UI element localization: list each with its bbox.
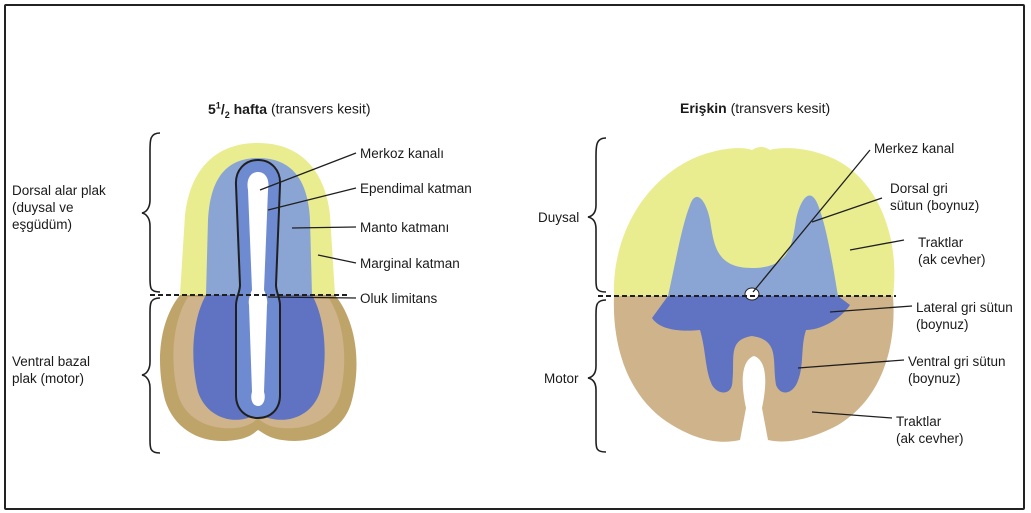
brace-alar [142, 133, 160, 292]
brace-duysal [588, 138, 606, 292]
side-basal-line1: Ventral bazal [12, 353, 90, 370]
traktlar-lower-line1: Traktlar [896, 413, 964, 430]
left-title: 51/2 hafta (transvers kesit) [208, 100, 371, 119]
dorsal-gri-line1: Dorsal gri [890, 180, 979, 197]
label-marginal-katman: Marginal katman [360, 255, 460, 272]
traktlar-lower-line2: (ak cevher) [896, 430, 964, 447]
title-num: 5 [208, 101, 216, 117]
embryonic-tube [142, 133, 357, 453]
title-sub: 2 [225, 109, 230, 119]
side-alar-line2: (duysal ve [12, 199, 106, 216]
side-label-motor: Motor [544, 370, 579, 387]
label-ependimal-katman: Ependimal katman [360, 180, 472, 197]
title-rest: (transvers kesit) [271, 101, 371, 117]
adult-cord [588, 138, 912, 452]
brace-basal [142, 298, 160, 453]
label-oluk-limitans: Oluk limitans [360, 290, 437, 307]
label-traktlar-lower: Traktlar (ak cevher) [896, 413, 964, 447]
lateral-gri-line1: Lateral gri sütun [916, 299, 1013, 316]
adult-central-canal [745, 288, 759, 300]
label-merkoz-kanali: Merkoz kanalı [360, 145, 444, 162]
dorsal-gri-line2: sütun (boynuz) [890, 197, 979, 214]
label-dorsal-gri: Dorsal gri sütun (boynuz) [890, 180, 979, 214]
right-title: Erişkin (transvers kesit) [680, 100, 830, 116]
side-label-duysal: Duysal [538, 209, 579, 226]
label-merkez-kanal: Merkez kanal [874, 140, 954, 157]
traktlar-upper-line1: Traktlar [918, 234, 986, 251]
ventral-gri-line1: Ventral gri sütun [908, 353, 1006, 370]
label-manto-katmani: Manto katmanı [360, 219, 449, 236]
side-basal-line2: plak (motor) [12, 370, 90, 387]
side-label-alar: Dorsal alar plak (duysal ve eşgüdüm) [12, 182, 106, 233]
right-title-bold: Erişkin [680, 100, 727, 116]
side-label-basal: Ventral bazal plak (motor) [12, 353, 90, 387]
title-sup: 1 [216, 100, 221, 110]
label-traktlar-upper: Traktlar (ak cevher) [918, 234, 986, 268]
lateral-gri-line2: (boynuz) [916, 316, 1013, 333]
label-lateral-gri: Lateral gri sütun (boynuz) [916, 299, 1013, 333]
side-alar-line1: Dorsal alar plak [12, 182, 106, 199]
traktlar-upper-line2: (ak cevher) [918, 251, 986, 268]
label-ventral-gri: Ventral gri sütun (boynuz) [908, 353, 1006, 387]
title-bold: hafta [234, 101, 267, 117]
side-alar-line3: eşgüdüm) [12, 216, 106, 233]
brace-motor [588, 300, 606, 452]
right-title-rest: (transvers kesit) [731, 100, 831, 116]
ventral-gri-line2: (boynuz) [908, 370, 1006, 387]
